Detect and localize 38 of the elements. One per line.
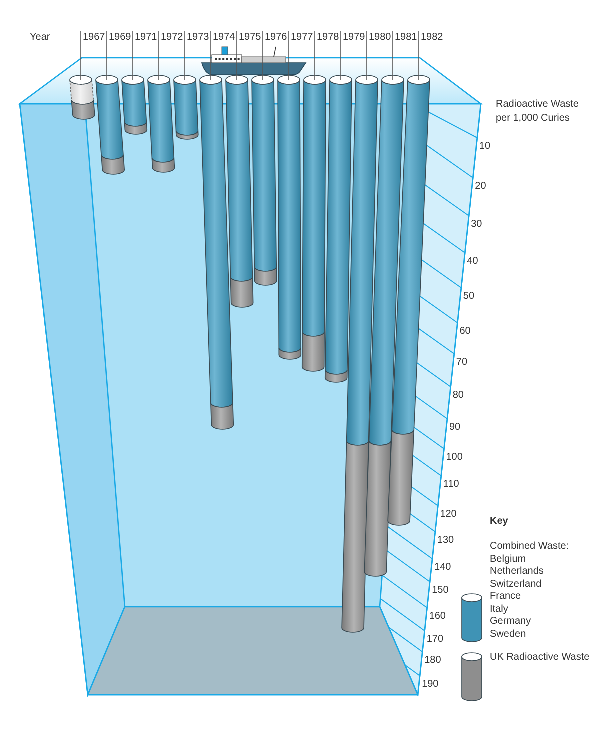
axis-title: Radioactive Waste per 1,000 Curies xyxy=(496,98,580,126)
axis-tick-label: 10 xyxy=(479,141,491,154)
axis-tick-label: 160 xyxy=(429,611,446,624)
axis-tick-label: 90 xyxy=(449,422,461,434)
year-label: 1969 xyxy=(109,32,132,44)
category-heading: Year xyxy=(30,32,50,44)
axis-tick-label: 120 xyxy=(440,509,457,522)
year-label: 1976 xyxy=(265,32,288,44)
year-label: 1978 xyxy=(317,32,340,44)
axis-tick-label: 70 xyxy=(456,357,468,370)
legend-text: UK Radioactive Waste xyxy=(490,652,590,664)
axis-tick-label: 50 xyxy=(463,291,475,304)
year-label: 1973 xyxy=(187,32,210,44)
axis-tick-label: 30 xyxy=(471,219,482,232)
axis-tick-label: 190 xyxy=(422,679,439,692)
year-label: 1981 xyxy=(395,32,418,44)
year-label: 1971 xyxy=(135,32,158,44)
axis-tick-label: 180 xyxy=(424,655,442,668)
year-label: 1975 xyxy=(239,32,262,44)
axis-tick-label: 60 xyxy=(460,326,471,338)
year-label: 1972 xyxy=(161,32,184,44)
axis-tick-label: 150 xyxy=(432,585,449,598)
axis-tick-label: 40 xyxy=(467,256,478,268)
year-label: 1980 xyxy=(369,32,392,44)
axis-tick-label: 130 xyxy=(437,535,454,548)
year-label: 1974 xyxy=(213,32,236,44)
year-label: 1977 xyxy=(291,32,314,44)
axis-tick-label: 110 xyxy=(443,479,460,492)
legend-title: Key xyxy=(490,516,508,528)
year-label: 1967 xyxy=(83,32,106,44)
legend-text: Combined Waste: Belgium Netherlands Switzerland France Italy Germany Sweden xyxy=(490,541,570,641)
axis-tick-label: 20 xyxy=(475,181,486,194)
axis-tick-label: 80 xyxy=(452,390,464,402)
year-label: 1979 xyxy=(343,32,366,44)
axis-tick-label: 100 xyxy=(446,452,463,464)
year-label: 1982 xyxy=(421,32,444,44)
axis-tick-label: 170 xyxy=(426,634,444,646)
axis-tick-label: 140 xyxy=(434,562,452,574)
